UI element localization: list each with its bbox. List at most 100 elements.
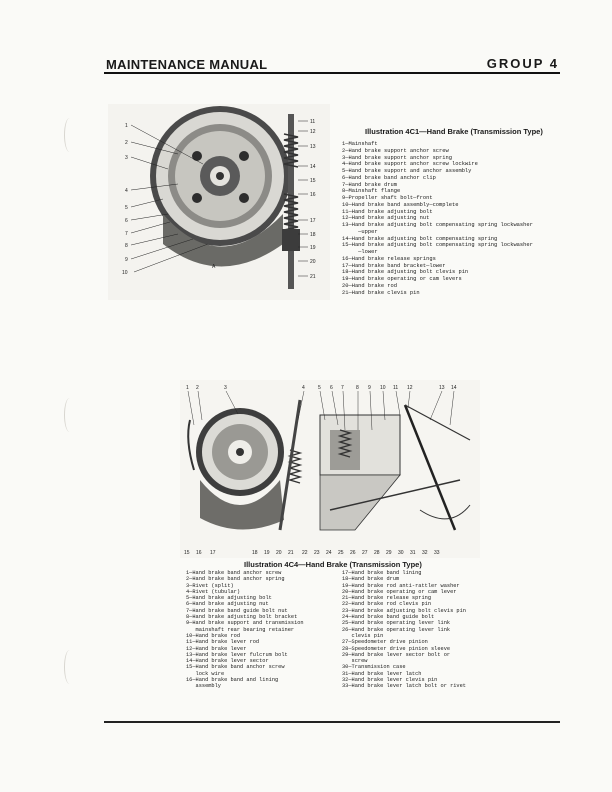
legend-item: 20—Hand brake rod: [342, 282, 397, 289]
legend-item: 32—Hand brake lever clevis pin: [342, 677, 438, 684]
callout-bottom-27: 27: [362, 550, 368, 556]
illustration-4c1-caption: Illustration 4C1—Hand Brake (Transmissio…: [365, 127, 543, 136]
callout-bottom-15: 15: [184, 550, 190, 556]
callout-top-4: 4: [302, 385, 305, 391]
callout-bottom-23: 23: [314, 550, 320, 556]
legend-item: 33—Hand brake lever latch bolt or rivet: [342, 683, 466, 690]
callout-19: 19: [310, 245, 316, 251]
callout-14: 14: [310, 164, 316, 170]
callout-bottom-30: 30: [398, 550, 404, 556]
callout-bottom-25: 25: [338, 550, 344, 556]
legend-item: 11—Hand brake lever rod: [186, 639, 260, 646]
callout-bottom-24: 24: [326, 550, 332, 556]
callout-21: 21: [310, 274, 316, 280]
callout-12: 12: [310, 129, 316, 135]
callout-11: 11: [310, 119, 315, 125]
callout-1: 1: [125, 123, 128, 129]
legend-item: 4—Hand brake support anchor screw lockwi…: [342, 161, 478, 168]
legend-item: 5—Hand brake support and anchor assembly: [342, 168, 472, 174]
legend-item: 1—Hand brake band anchor screw: [186, 570, 282, 576]
legend-item: 15—Hand brake adjusting bolt compensatin…: [342, 242, 533, 249]
callout-bottom-20: 20: [276, 550, 282, 556]
header-rule: [104, 72, 560, 74]
callout-10: 10: [122, 270, 128, 276]
legend-item: 8—Mainshaft flange: [342, 188, 401, 195]
legend-item: 2—Hand brake support anchor screw: [342, 147, 449, 154]
binder-hole-bottom: [64, 650, 75, 684]
callout-18: 18: [310, 232, 316, 238]
legend-item: 24—Hand brake band guide bolt: [342, 614, 435, 621]
legend-item: 3—Hand brake support anchor spring: [342, 154, 452, 161]
legend-item: 12—Hand brake lever: [186, 645, 247, 652]
legend-item: 16—Hand brake release springs: [342, 255, 436, 262]
legend-item: 26—Hand brake operating lever link: [342, 626, 451, 633]
callout-top-13: 13: [439, 385, 445, 391]
callout-2: 2: [125, 140, 128, 146]
callout-top-6: 6: [330, 385, 333, 391]
legend-item: 22—Hand brake rod clevis pin: [342, 601, 432, 608]
legend-item: 6—Hand brake band anchor clip: [342, 174, 436, 181]
callout-5: 5: [125, 205, 128, 211]
callout-top-8: 8: [356, 385, 359, 391]
callout-bottom-33: 33: [434, 550, 440, 556]
callout-bottom-16: 16: [196, 550, 202, 556]
callout-6: 6: [125, 218, 128, 224]
callout-bottom-17: 17: [210, 550, 216, 556]
legend-item: 28—Speedometer drive pinion sleeve: [342, 645, 451, 652]
legend-item: 2—Hand brake band anchor spring: [186, 576, 285, 583]
callout-top-7: 7: [341, 385, 344, 391]
legend-item: 13—Hand brake lever fulcrum bolt: [186, 651, 288, 658]
callout-top-11: 11: [393, 385, 398, 391]
callout-8: 8: [125, 243, 128, 249]
callout-top-5: 5: [318, 385, 321, 391]
legend-item: 10—Hand brake rod: [186, 632, 241, 639]
legend-item: 15—Hand brake band anchor screw: [186, 664, 285, 671]
legend-item: 14—Hand brake lever sector: [186, 658, 269, 665]
callout-bottom-26: 26: [350, 550, 356, 556]
callout-15: 15: [310, 178, 316, 184]
callout-top-1: 1: [186, 385, 189, 391]
legend-item: 31—Hand brake lever latch: [342, 670, 422, 677]
callout-bottom-21: 21: [288, 550, 294, 556]
legend-item: 18—Hand brake drum: [342, 576, 400, 583]
callout-bottom-28: 28: [374, 550, 380, 556]
legend-item: 20—Hand brake operating or cam lever: [342, 588, 457, 595]
legend-item: 17—Hand brake band lining: [342, 570, 422, 576]
legend-item: 7—Hand brake drum: [342, 181, 397, 188]
callout-17: 17: [310, 218, 316, 224]
callout-top-14: 14: [451, 385, 457, 391]
legend-item: assembly: [186, 683, 221, 690]
callout-top-12: 12: [407, 385, 413, 391]
legend-item: 3—Rivet (split): [186, 582, 234, 589]
legend-item: 4—Rivet (tubular): [186, 588, 241, 595]
callout-3: 3: [125, 155, 128, 161]
legend-item: 9—Hand brake support and transmission: [186, 620, 304, 627]
legend-item: 11—Hand brake adjusting bolt: [342, 208, 433, 215]
legend-item: —lower: [342, 249, 378, 255]
legend-item: 21—Hand brake release spring: [342, 595, 432, 602]
legend-item: screw: [342, 658, 368, 665]
legend-item: 5—Hand brake adjusting bolt: [186, 595, 272, 602]
callout-top-10: 10: [380, 385, 386, 391]
callout-bottom-31: 31: [410, 550, 416, 556]
manual-title: MAINTENANCE MANUAL: [106, 57, 268, 72]
legend-item: 19—Hand brake operating or cam levers: [342, 276, 462, 282]
callout-4: 4: [125, 188, 128, 194]
legend-item: 8—Hand brake adjusting bolt bracket: [186, 614, 298, 621]
legend-item: 1—Mainshaft: [342, 141, 378, 147]
callout-bottom-29: 29: [386, 550, 392, 556]
legend-item: lock wire: [186, 670, 225, 677]
legend-item: 6—Hand brake adjusting nut: [186, 601, 269, 608]
legend-item: 23—Hand brake adjusting bolt clevis pin: [342, 607, 466, 614]
legend-item: 16—Hand brake band and lining: [186, 677, 279, 684]
legend-item: 30—Transmission case: [342, 664, 406, 671]
legend-item: —upper: [342, 228, 378, 235]
callout-a: A: [212, 264, 216, 270]
callout-13: 13: [310, 144, 316, 150]
illustration-4c4-caption: Illustration 4C4—Hand Brake (Transmissio…: [244, 560, 422, 569]
legend-item: 13—Hand brake adjusting bolt compensatin…: [342, 222, 533, 228]
group-label: GROUP 4: [486, 56, 559, 71]
